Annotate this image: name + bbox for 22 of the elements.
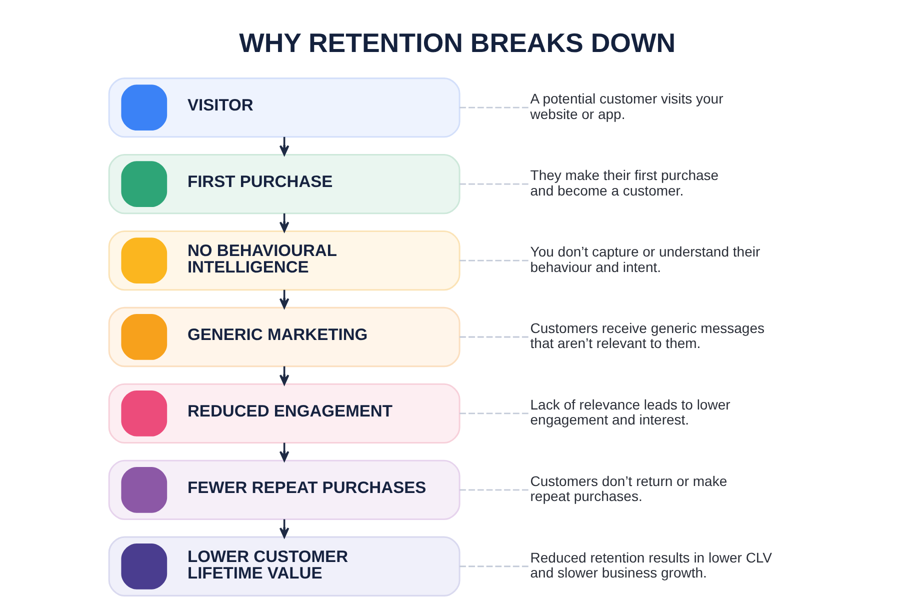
node-box: REDUCED ENGAGEMENT bbox=[108, 383, 460, 444]
connector bbox=[459, 183, 528, 185]
node-box: FIRST PURCHASE bbox=[108, 154, 460, 214]
node-text: Reduced retention results in lower CLV and slower business growth. bbox=[530, 549, 772, 581]
node-box: FEWER REPEAT PURCHASES bbox=[108, 460, 460, 520]
node-text: Lack of relevance leads to lower engagement and interest. bbox=[530, 396, 730, 428]
node-box: GENERIC MARKETING bbox=[108, 306, 460, 368]
diagram-title: WHY RETENTION BREAKS DOWN bbox=[238, 28, 676, 58]
node-text: They make their first purchase and become a customer. bbox=[530, 166, 718, 198]
node-text: Customers don’t return or make repeat purchases. bbox=[530, 472, 727, 504]
node-box: NO BEHAVIOURAL INTELLIGENCE bbox=[108, 230, 460, 291]
connector bbox=[459, 412, 528, 414]
connector bbox=[459, 566, 528, 568]
node-box: VISITOR bbox=[108, 78, 460, 138]
node-text: You don’t capture or understand their behaviour and intent. bbox=[530, 243, 760, 275]
node-box: LOWER CUSTOMER LIFETIME VALUE bbox=[108, 536, 460, 596]
node-text: Customers receive generic messages that aren’t relevant to them. bbox=[530, 320, 764, 352]
connector bbox=[459, 260, 528, 262]
node-text: A potential customer visits your website or app. bbox=[530, 90, 723, 122]
connector bbox=[459, 106, 528, 108]
connector bbox=[459, 336, 528, 338]
connector bbox=[459, 489, 528, 491]
